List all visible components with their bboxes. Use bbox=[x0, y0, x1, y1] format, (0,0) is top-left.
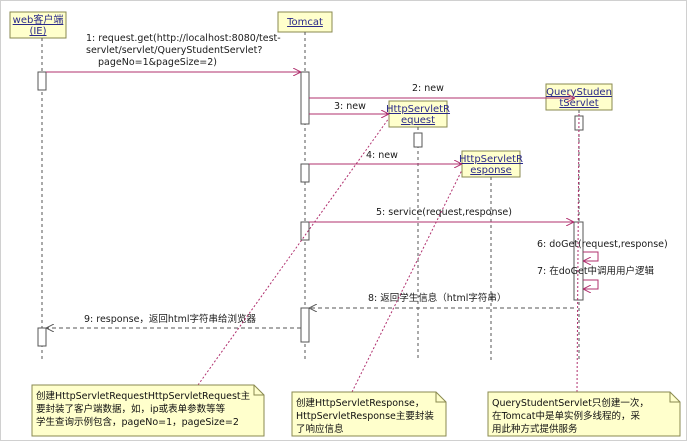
note-response-line3: 了响应信息 bbox=[296, 423, 344, 435]
activation-request-1 bbox=[413, 132, 423, 148]
message-label-7: 7: 在doGet中调用用户逻辑 bbox=[537, 265, 655, 277]
participant-request-label: HttpServletR bbox=[386, 104, 450, 115]
message-label-5: 5: service(request,response) bbox=[376, 207, 512, 218]
message-label-2: 2: new bbox=[412, 83, 444, 94]
participant-servlet-label: QueryStuden bbox=[546, 87, 612, 98]
lifelines bbox=[41, 32, 580, 360]
participant-tomcat-label: Tomcat bbox=[286, 17, 323, 28]
note-servlet-line1: QueryStudentServlet只创建一次， bbox=[492, 397, 649, 409]
activation-tomcat-3 bbox=[300, 221, 310, 241]
note-connector-1 bbox=[197, 117, 390, 386]
message-label-8: 8: 返回学生信息（html字符串） bbox=[368, 292, 506, 304]
participant-tomcat: Tomcat bbox=[277, 11, 333, 33]
note-response-line1: 创建HttpServletResponse， bbox=[296, 397, 424, 409]
activation-tomcat-4 bbox=[300, 307, 310, 343]
participant-client-sublabel: (IE) bbox=[29, 26, 46, 37]
participant-response-label: HttpServletR bbox=[459, 154, 523, 165]
activation-client-2 bbox=[37, 327, 47, 347]
participant-response-sublabel: esponse bbox=[470, 165, 512, 176]
message-label-1-line2: servlet/servlet/QueryStudentServlet? bbox=[86, 45, 262, 56]
note-servlet-line2: 在Tomcat中是单实例多线程的，采 bbox=[492, 410, 641, 422]
participant-servlet: QueryStuden tServlet bbox=[545, 83, 613, 111]
message-arrow-7 bbox=[583, 279, 599, 289]
activations bbox=[37, 71, 584, 347]
participant-servlet-sublabel: tServlet bbox=[559, 98, 598, 109]
note-request-line2: 要封装了客户端数据，如，ip或表单参数等等 bbox=[36, 403, 226, 415]
participant-client-label: web客户端 bbox=[13, 13, 64, 26]
message-label-6: 6: doGet(request,response) bbox=[537, 239, 668, 250]
participant-response: HttpServletR esponse bbox=[459, 150, 523, 178]
activation-client-1 bbox=[37, 71, 47, 91]
message-arrow-6 bbox=[583, 251, 599, 261]
note-request-line1: 创建HttpServletRequestHttpServletRequest主 bbox=[36, 390, 250, 402]
note-response: 创建HttpServletResponse， HttpServletRespon… bbox=[291, 391, 447, 437]
activation-servlet-2 bbox=[573, 221, 584, 301]
activation-tomcat-2 bbox=[300, 163, 310, 183]
participant-request-sublabel: equest bbox=[401, 115, 435, 126]
message-label-1: 1: request.get(http://localhost:8080/tes… bbox=[86, 33, 281, 44]
note-connectors bbox=[197, 111, 580, 393]
note-servlet: QueryStudentServlet只创建一次， 在Tomcat中是单实例多线… bbox=[487, 391, 681, 437]
note-request: 创建HttpServletRequestHttpServletRequest主 … bbox=[31, 384, 265, 437]
participant-request: HttpServletR equest bbox=[386, 100, 450, 128]
note-connector-2 bbox=[351, 169, 463, 393]
message-label-4: 4: new bbox=[366, 150, 398, 161]
message-label-3: 3: new bbox=[334, 101, 366, 112]
note-request-line3: 学生查询示例包含，pageNo=1，pageSize=2 bbox=[36, 416, 239, 428]
note-servlet-line3: 用此种方式提供服务 bbox=[492, 423, 578, 435]
note-connector-3 bbox=[576, 111, 580, 393]
participant-client: web客户端 (IE) bbox=[9, 11, 67, 39]
message-label-1-line3: pageNo=1&pageSize=2) bbox=[98, 57, 217, 68]
note-response-line2: HttpServletResponse主要封装 bbox=[296, 410, 434, 422]
message-label-9: 9: response，返回html字符串给浏览器 bbox=[84, 313, 257, 325]
activation-tomcat-1 bbox=[300, 71, 310, 125]
